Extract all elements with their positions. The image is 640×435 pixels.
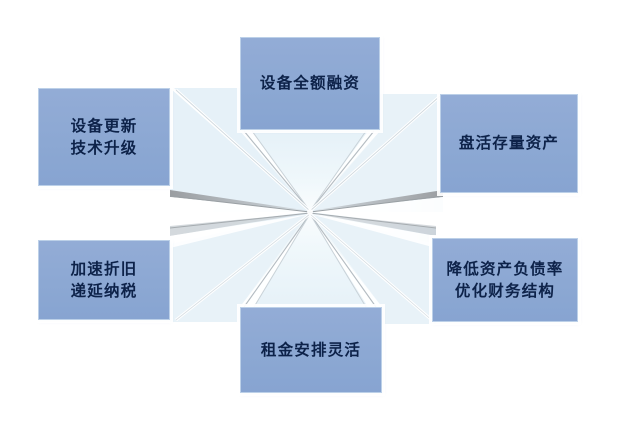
node-label-line: 技术升级	[70, 139, 138, 157]
node-label-line: 租金安排灵活	[260, 340, 362, 359]
wedge-top	[240, 130, 380, 212]
wedge-top-left	[169, 190, 311, 213]
wedge-diagonal-slivers	[174, 88, 441, 324]
node-label-line: 加速折旧	[70, 259, 138, 278]
node-label-line: 递延纳税	[70, 282, 138, 300]
node-accelerated-depreciation[interactable]: 加速折旧 递延纳税	[38, 240, 170, 320]
node-label-line: 盘活存量资产	[458, 134, 560, 153]
node-flexible-rent-arrangement[interactable]: 租金安排灵活	[240, 307, 382, 393]
node-revitalize-existing-assets[interactable]: 盘活存量资产	[440, 94, 578, 193]
node-reduce-liability-ratio[interactable]: 降低资产负债率 优化财务结构	[432, 238, 578, 322]
node-label-line: 优化财务结构	[454, 282, 556, 300]
wedge-bottom-left	[169, 212, 311, 248]
node-full-equipment-financing[interactable]: 设备全额融资	[240, 37, 380, 130]
node-label-line: 降低资产负债率	[446, 259, 564, 278]
node-equipment-renewal[interactable]: 设备更新 技术升级	[38, 88, 170, 186]
node-label-line: 设备全额融资	[259, 74, 361, 93]
node-label-line: 设备更新	[70, 116, 138, 135]
wedge-bottom-right	[309, 212, 437, 248]
wedge-top-right	[309, 190, 444, 213]
wedge-bottom	[240, 213, 382, 308]
convergence-point	[307, 209, 313, 215]
